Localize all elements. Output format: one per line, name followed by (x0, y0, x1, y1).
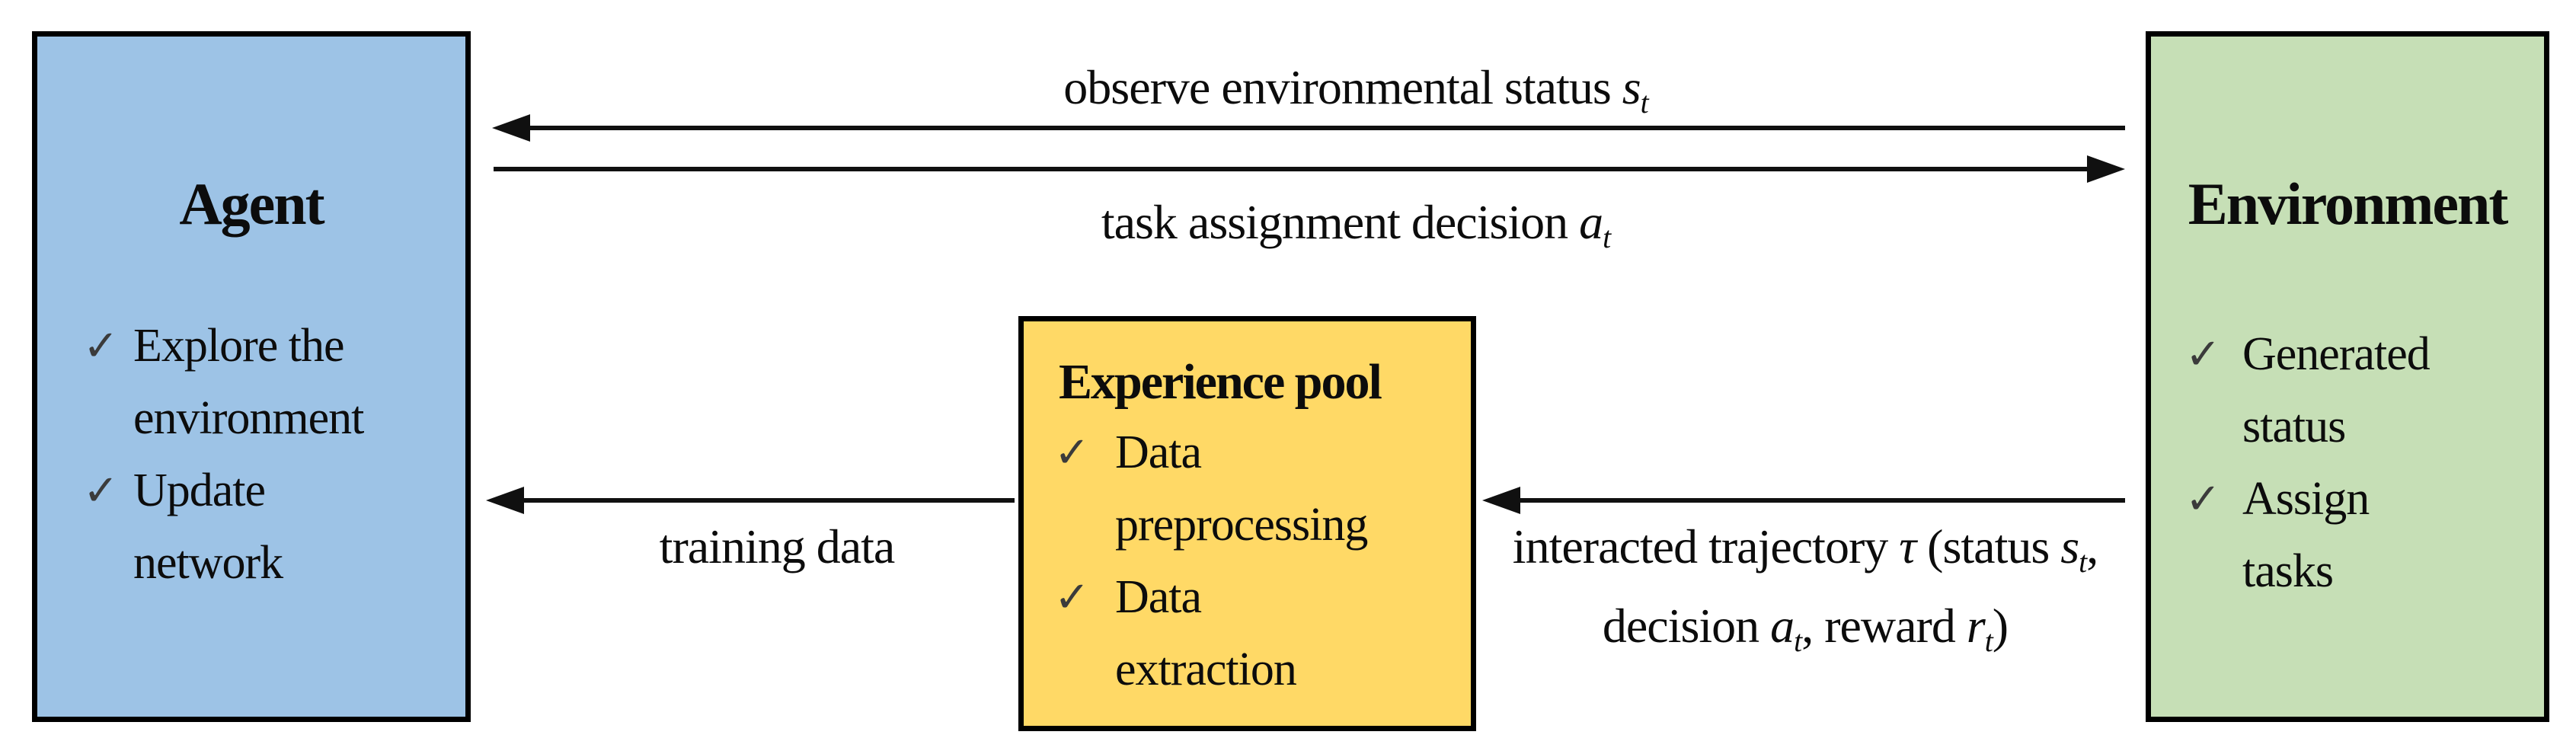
label-text: , (1801, 598, 1814, 653)
list-item: ✓ Data preprocessing (1054, 417, 1368, 561)
list-item: ✓ Data extraction (1054, 561, 1367, 706)
label-interacted-trajectory: interacted trajectory τ (status st, deci… (1493, 515, 2117, 673)
trajectory-line-2: (status st, decision at, (1602, 519, 2098, 658)
list-item-text: Data extraction (1115, 571, 1297, 695)
math-sub-t: t (1984, 624, 1993, 658)
math-sub-t: t (1794, 624, 1802, 658)
label-text: task assignment decision (1101, 195, 1580, 249)
math-var-a: a (1579, 195, 1603, 249)
trajectory-line-3: reward rt) (1824, 598, 2009, 658)
experience-pool-box: Experience pool ✓ Data preprocessing ✓ D… (1018, 316, 1476, 731)
checkmark-icon: ✓ (1054, 573, 1090, 622)
math-var-a: a (1770, 598, 1795, 653)
list-item: ✓ Assign tasks (2185, 463, 2430, 608)
list-item-text: Update network (133, 465, 283, 589)
checkmark-icon: ✓ (1054, 428, 1090, 478)
math-sub-t: t (1640, 85, 1649, 120)
list-item: ✓ Generated status (2185, 318, 2431, 463)
list-item: ✓ Update network (83, 455, 363, 599)
list-item-text: Generated status (2242, 328, 2431, 452)
environment-box: Environment ✓ Generated status ✓ Assign … (2146, 31, 2549, 722)
label-text: (status (1927, 519, 2061, 573)
checkmark-icon: ✓ (83, 321, 119, 371)
agent-box: Agent ✓ Explore the environment ✓ Update… (32, 31, 471, 722)
math-sub-t: t (2079, 545, 2087, 579)
checkmark-icon: ✓ (2185, 474, 2221, 524)
label-text: training data (659, 519, 896, 573)
agent-title: Agent (179, 171, 324, 237)
checkmark-icon: ✓ (83, 466, 119, 516)
math-var-r: r (1966, 598, 1986, 653)
list-item-text: Data preprocessing (1115, 427, 1368, 551)
experience-pool-title: Experience pool (1059, 354, 1382, 410)
label-observe-status: observe environmental status st (838, 53, 1874, 137)
label-text: , decision (1602, 519, 2098, 653)
math-var-s: s (1622, 60, 1641, 114)
label-training-data: training data (533, 513, 1021, 581)
math-var-s: s (2060, 519, 2079, 573)
arrow-observe-status (492, 114, 2125, 142)
environment-title: Environment (2188, 171, 2509, 237)
environment-list: ✓ Generated status ✓ Assign tasks (2185, 318, 2431, 608)
arrow-task-assignment (494, 155, 2125, 183)
checkmark-icon: ✓ (2185, 330, 2221, 379)
math-sub-t: t (1603, 220, 1611, 254)
label-text: reward (1824, 598, 1967, 653)
label-text: observe environmental status (1063, 60, 1622, 114)
agent-list: ✓ Explore the environment ✓ Update netwo… (83, 310, 364, 599)
trajectory-line-1: interacted trajectory τ (1513, 519, 1916, 573)
label-text: interacted trajectory (1512, 519, 1900, 573)
label-text: ) (1992, 598, 2009, 653)
arrow-training-data (486, 487, 1015, 514)
experience-pool-list: ✓ Data preprocessing ✓ Data extraction (1054, 417, 1368, 706)
arrow-interacted-trajectory (1482, 487, 2125, 514)
list-item-text: Assign tasks (2242, 473, 2370, 597)
list-item: ✓ Explore the environment (83, 310, 364, 455)
list-item-text: Explore the environment (133, 320, 364, 444)
math-var-tau: τ (1899, 519, 1916, 573)
label-task-assignment: task assignment decision at (838, 188, 1874, 272)
